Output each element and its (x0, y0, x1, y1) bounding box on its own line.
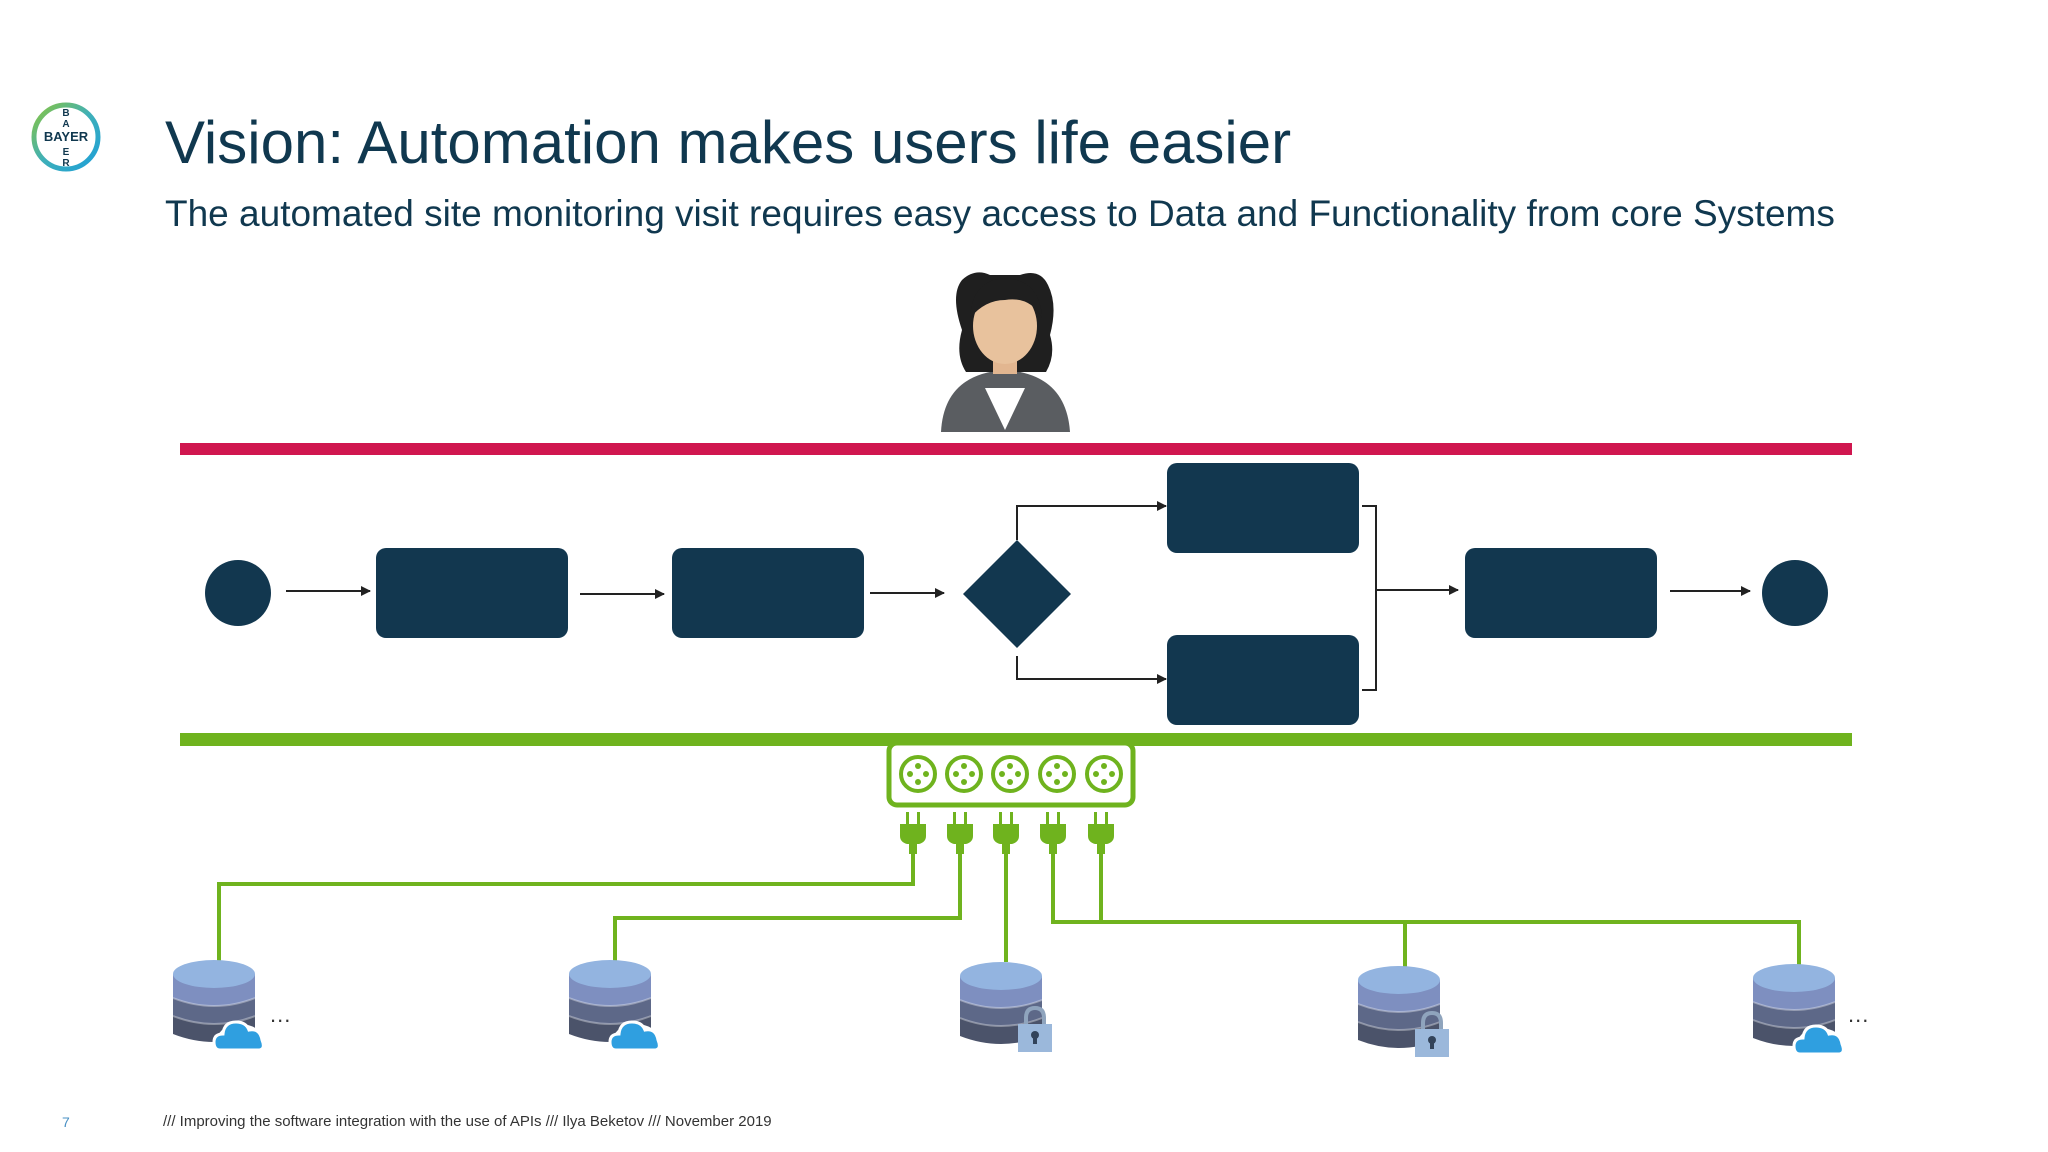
start-event (205, 560, 271, 626)
end-event (1762, 560, 1828, 626)
ellipsis-left: ... (270, 1002, 292, 1027)
database-icon (568, 959, 661, 1054)
api-layer-bar (180, 733, 1852, 746)
footer-text: /// Improving the software integration w… (163, 1113, 772, 1130)
database-icon (959, 961, 1054, 1054)
slide-title: Vision: Automation makes users life easi… (165, 109, 1292, 176)
database-icon (1752, 963, 1845, 1058)
process-step-upper (1167, 463, 1359, 553)
process-step-1 (376, 548, 568, 638)
bayer-logo: BAYER B A E R (31, 102, 101, 172)
user-icon (941, 272, 1070, 432)
ellipsis-right: ... (1848, 1002, 1870, 1027)
database-icon (172, 959, 265, 1054)
process-step-2 (672, 548, 864, 638)
database-icon (1357, 965, 1451, 1059)
connector-lines (217, 854, 1801, 968)
process-step-final (1465, 548, 1657, 638)
user-layer-bar (180, 443, 1852, 455)
page-number: 7 (62, 1114, 70, 1130)
svg-text:R: R (62, 158, 70, 169)
decision-gateway (963, 540, 1071, 648)
svg-text:BAYER: BAYER (44, 129, 89, 144)
svg-text:B: B (62, 108, 69, 119)
svg-text:A: A (62, 119, 69, 130)
svg-text:E: E (63, 147, 70, 158)
process-flow (205, 463, 1828, 725)
power-strip-icon (886, 740, 1136, 808)
slide-subtitle: The automated site monitoring visit requ… (165, 193, 1835, 234)
process-step-lower (1167, 635, 1359, 725)
plug-icons (900, 812, 1114, 854)
